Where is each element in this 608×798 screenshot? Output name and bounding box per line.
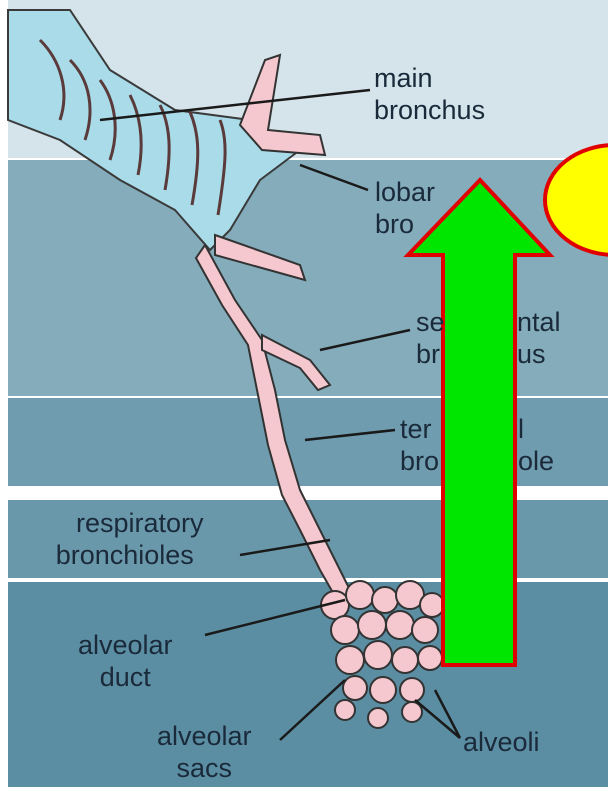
label-alveolar-duct: alveolar duct bbox=[78, 629, 173, 693]
label-segmental-part2: ntal bbox=[517, 306, 561, 338]
label-segmental-bronchus-b: ntal us bbox=[517, 306, 561, 370]
label-segmental-part4: us bbox=[517, 338, 561, 370]
label-alveolar-sacs: alveolar sacs bbox=[157, 720, 252, 784]
label-segmental-bronchus-a: se br bbox=[416, 306, 445, 370]
label-alveolar-sacs-line1: alveolar bbox=[157, 720, 252, 752]
label-terminal-part3: bro bbox=[400, 445, 439, 477]
label-respiratory-line1: respiratory bbox=[62, 507, 204, 539]
label-alveoli: alveoli bbox=[463, 726, 540, 758]
label-main-bronchus-line1: main bbox=[374, 62, 485, 94]
label-alveolar-duct-line1: alveolar bbox=[78, 629, 173, 661]
label-terminal-bronchiole-b: l ole bbox=[518, 413, 554, 477]
label-main-bronchus-line2: bronchus bbox=[374, 94, 485, 126]
frame-left bbox=[0, 0, 8, 793]
label-terminal-bronchiole-a: ter bro bbox=[400, 413, 439, 477]
label-alveoli-text: alveoli bbox=[463, 726, 540, 758]
label-terminal-part2: l bbox=[518, 413, 554, 445]
label-lobar-bronchus-line1: lobar bbox=[375, 176, 435, 208]
label-lobar-bronchus-line2: bro bbox=[375, 208, 435, 240]
frame-bottom bbox=[0, 787, 608, 793]
label-alveolar-sacs-line2: sacs bbox=[157, 752, 252, 784]
label-segmental-part1: se bbox=[416, 306, 445, 338]
label-alveolar-duct-line2: duct bbox=[78, 661, 173, 693]
label-segmental-part3: br bbox=[416, 338, 445, 370]
label-respiratory-line2: bronchioles bbox=[46, 539, 204, 571]
label-main-bronchus: main bronchus bbox=[374, 62, 485, 126]
label-terminal-part4: ole bbox=[518, 445, 554, 477]
label-lobar-bronchus: lobar bro bbox=[375, 176, 435, 240]
label-terminal-part1: ter bbox=[400, 413, 439, 445]
label-respiratory-bronchioles: respiratory bronchioles bbox=[62, 507, 204, 571]
